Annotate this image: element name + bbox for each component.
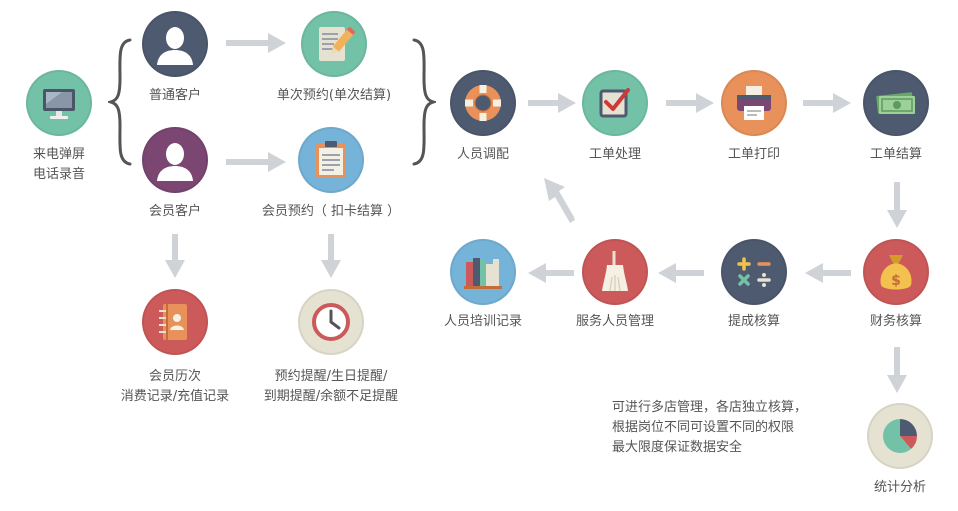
note-line: 根据岗位不同可设置不同的权限 [612,420,795,435]
node-label: 单次预约(单次结算) [276,88,392,103]
person-icon [157,143,193,181]
arrow-right [803,93,851,113]
checkbox-icon [599,88,630,118]
node-label: 人员培训记录 [443,314,523,329]
arrow-left [805,263,851,283]
node-label: 财务核算 [869,314,923,329]
arrow-down [165,234,185,278]
node-label: 预约提醒/生日提醒/ 到期提醒/余额不足提醒 [263,369,399,404]
clock-icon [312,303,350,341]
arrow-up-left [544,178,575,223]
address-book-icon [159,304,187,340]
node-label: 会员预约（ 扣卡结算 ） [261,204,401,219]
broom-icon [602,251,628,292]
monitor-icon [43,89,75,119]
arrow-down [887,347,907,393]
notepad-pencil-icon [319,26,356,61]
clipboard-icon [316,141,346,178]
node-label: 服务人员管理 [575,314,655,329]
pie-chart-icon [883,419,918,453]
node-circle [582,239,648,305]
node-label: 提成核算 [727,314,781,329]
node-label: 来电弹屏 电话录音 [32,147,86,182]
money-bag-icon: $ [880,255,912,290]
node-circle [142,289,208,355]
calculator-icon [737,257,771,287]
left-brace [108,38,132,166]
node-label: 人员调配 [456,147,510,162]
node-circle [867,403,933,469]
node-circle [142,11,208,77]
arrow-down [321,234,341,278]
node-circle [721,70,787,136]
node-circle [298,289,364,355]
node-circle: $ [863,239,929,305]
multi-store-note: 可进行多店管理，各店独立核算， 根据岗位不同可设置不同的权限 最大限度保证数据安… [612,398,807,458]
books-icon [464,258,502,289]
node-circle [142,127,208,193]
arrow-right [226,152,286,172]
node-label: 普通客户 [148,88,202,103]
node-label: 会员客户 [148,204,202,219]
node-label: 工单处理 [588,147,642,162]
arrow-right [528,93,576,113]
printer-icon [737,86,771,120]
node-circle [450,70,516,136]
lifebuoy-icon [465,85,501,121]
note-line: 最大限度保证数据安全 [612,440,743,455]
note-line: 可进行多店管理，各店独立核算， [612,400,808,415]
right-brace [412,38,436,166]
node-circle [863,70,929,136]
svg-text:$: $ [891,273,901,289]
node-circle [26,70,92,136]
node-circle [582,70,648,136]
node-circle [450,239,516,305]
arrow-left [528,263,574,283]
node-label: 工单打印 [727,147,781,162]
arrow-right [666,93,714,113]
node-circle [298,127,364,193]
person-icon [157,27,193,65]
money-icon [876,92,915,114]
node-label: 工单结算 [869,147,923,162]
node-circle [721,239,787,305]
node-label: 会员历次 消费记录/充值记录 [120,369,230,404]
node-label: 统计分析 [873,480,927,495]
arrow-right [226,33,286,53]
arrow-down [887,182,907,228]
arrow-left [658,263,704,283]
node-circle [301,11,367,77]
